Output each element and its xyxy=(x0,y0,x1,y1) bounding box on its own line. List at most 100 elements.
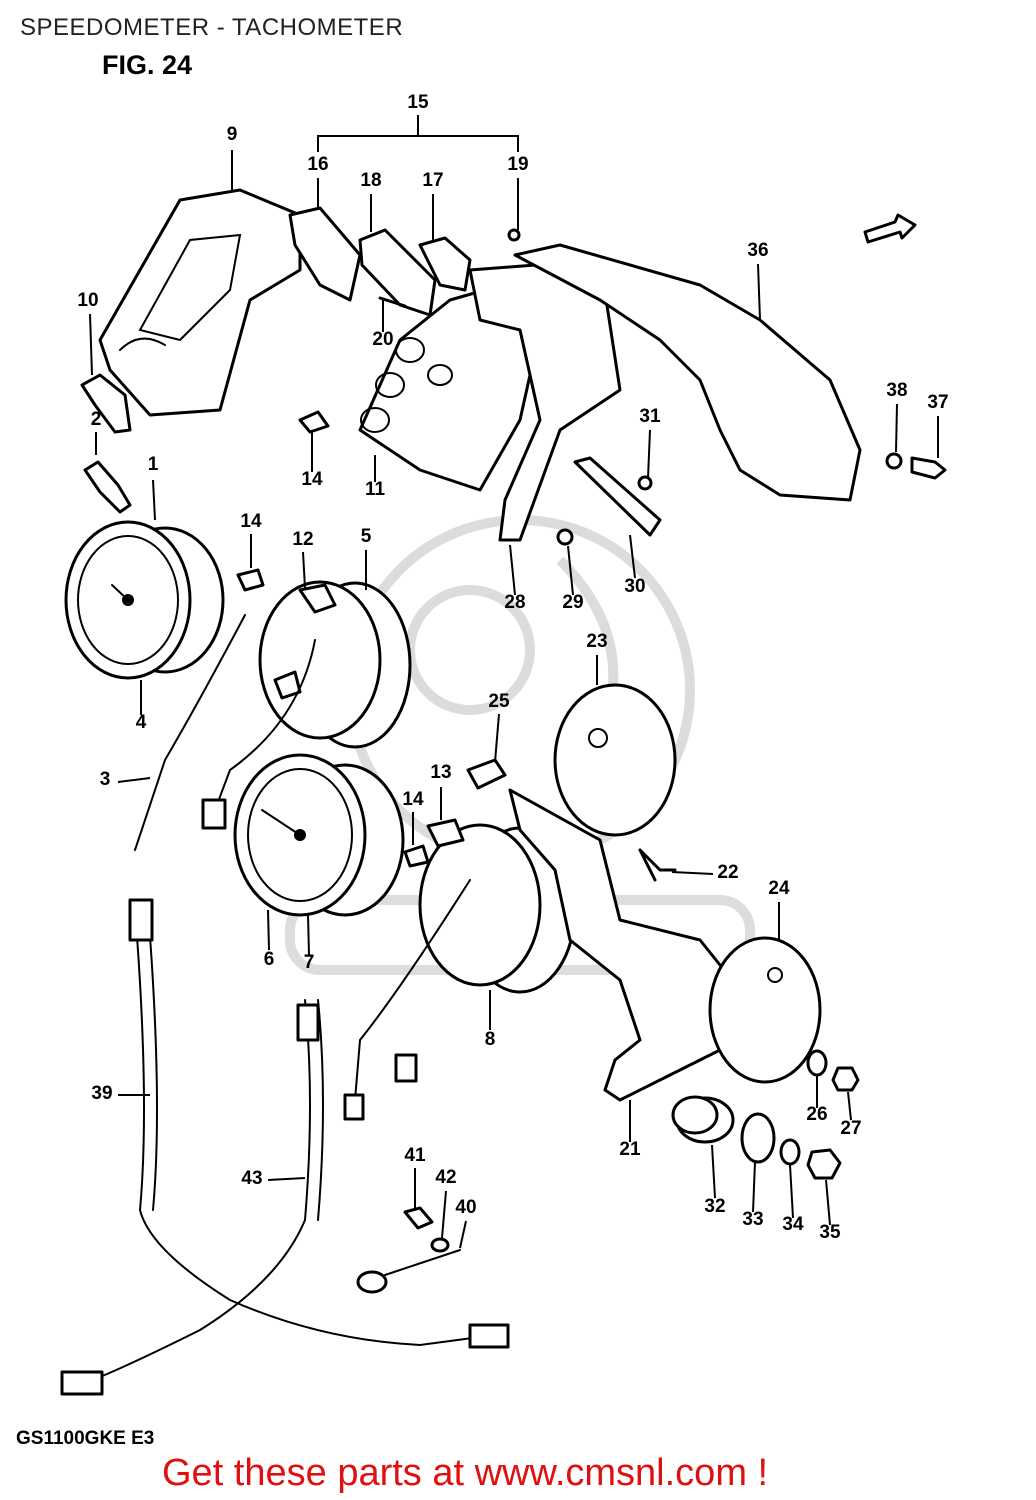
connector-c[interactable] xyxy=(394,1053,418,1083)
callout-37[interactable]: 37 xyxy=(927,392,948,413)
wire-harness-a xyxy=(214,639,316,811)
part-23-tachometer-cap[interactable] xyxy=(553,683,677,837)
part-14-grommet-a[interactable] xyxy=(298,410,330,434)
part-40-clamp[interactable] xyxy=(356,1270,388,1294)
leader-line-27 xyxy=(847,1091,852,1121)
callout-18[interactable]: 18 xyxy=(360,170,381,191)
callout-39[interactable]: 39 xyxy=(91,1083,112,1104)
part-31-screw[interactable] xyxy=(637,475,653,491)
callout-2[interactable]: 2 xyxy=(91,409,102,430)
callout-43[interactable]: 43 xyxy=(241,1168,262,1189)
part-13-bulb-socket-a[interactable] xyxy=(273,670,302,700)
connector-b[interactable] xyxy=(343,1093,365,1121)
part-14-grommet-c[interactable] xyxy=(403,844,430,868)
part-11-indicator-housing[interactable] xyxy=(358,278,542,492)
callout-4[interactable]: 4 xyxy=(136,712,147,733)
part-22-clip[interactable] xyxy=(638,848,677,882)
part-41-screw[interactable] xyxy=(403,1206,434,1230)
callout-34[interactable]: 34 xyxy=(782,1214,804,1235)
part-1-speedometer[interactable] xyxy=(64,520,225,680)
callout-14[interactable]: 14 xyxy=(402,789,424,810)
callout-25[interactable]: 25 xyxy=(488,691,510,712)
part-37-bolt[interactable] xyxy=(910,456,947,480)
part-30-damper[interactable] xyxy=(573,456,662,537)
part-16-indicator-plate[interactable] xyxy=(288,206,362,302)
cable-end-39-lower xyxy=(468,1323,510,1349)
callout-41[interactable]: 41 xyxy=(404,1145,426,1166)
part-32-damper[interactable] xyxy=(671,1095,735,1144)
part-35-nut[interactable] xyxy=(806,1148,842,1180)
part-42-washer[interactable] xyxy=(430,1237,450,1253)
part-3-wire[interactable] xyxy=(134,614,246,851)
part-27-nut[interactable] xyxy=(831,1066,860,1092)
part-33-washer[interactable] xyxy=(740,1112,776,1164)
callout-22[interactable]: 22 xyxy=(717,862,738,883)
part-9-meter-cover[interactable] xyxy=(98,188,302,417)
leader-line-22 xyxy=(671,871,714,875)
callout-8[interactable]: 8 xyxy=(485,1029,496,1050)
callout-29[interactable]: 29 xyxy=(562,592,583,613)
part-13-bulb-socket-b[interactable] xyxy=(426,818,465,848)
part-28-meter-bracket[interactable] xyxy=(468,258,622,542)
callout-42[interactable]: 42 xyxy=(435,1167,456,1188)
callout-30[interactable]: 30 xyxy=(624,576,645,597)
leader-line-36 xyxy=(757,263,761,321)
callout-24[interactable]: 24 xyxy=(768,878,790,899)
callout-26[interactable]: 26 xyxy=(806,1104,827,1125)
promo-link[interactable]: Get these parts at www.cmsnl.com ! xyxy=(162,1452,769,1494)
callout-7[interactable]: 7 xyxy=(304,952,315,973)
part-39-speedometer-cable[interactable] xyxy=(134,909,496,1347)
callout-12[interactable]: 12 xyxy=(292,529,313,550)
callout-36[interactable]: 36 xyxy=(747,240,768,261)
callout-13[interactable]: 13 xyxy=(430,762,451,783)
callout-14[interactable]: 14 xyxy=(240,511,262,532)
callout-20[interactable]: 20 xyxy=(372,329,393,350)
part-29-screw[interactable] xyxy=(556,528,574,546)
callout-15[interactable]: 15 xyxy=(407,92,429,113)
callout-21[interactable]: 21 xyxy=(619,1139,641,1160)
part-25-bulb-socket[interactable] xyxy=(466,758,507,790)
callout-5[interactable]: 5 xyxy=(361,526,372,547)
part-10-bracket[interactable] xyxy=(80,373,132,434)
part-5-speedometer-case[interactable] xyxy=(258,580,412,749)
callout-11[interactable]: 11 xyxy=(365,479,386,500)
callout-33[interactable]: 33 xyxy=(742,1209,763,1230)
part-34-washer[interactable] xyxy=(779,1138,801,1166)
callout-16[interactable]: 16 xyxy=(307,154,328,175)
part-17-indicator-housing[interactable] xyxy=(418,236,472,292)
callout-19[interactable]: 19 xyxy=(507,154,528,175)
callout-32[interactable]: 32 xyxy=(704,1196,725,1217)
callout-6[interactable]: 6 xyxy=(264,949,275,970)
leader-line-1 xyxy=(152,479,156,521)
part-24-speedometer-cap[interactable] xyxy=(708,936,822,1084)
callout-1[interactable]: 1 xyxy=(148,454,159,475)
part-2-bulb[interactable] xyxy=(83,460,132,514)
part-43-tachometer-cable[interactable] xyxy=(79,999,311,1386)
callout-35[interactable]: 35 xyxy=(819,1222,841,1243)
callout-38[interactable]: 38 xyxy=(886,380,907,401)
part-36-rear-cover[interactable] xyxy=(513,243,862,502)
callout-31[interactable]: 31 xyxy=(639,406,661,427)
callout-23[interactable]: 23 xyxy=(586,631,607,652)
part-26-washer[interactable] xyxy=(806,1049,828,1077)
callout-3[interactable]: 3 xyxy=(100,769,111,790)
callout-14[interactable]: 14 xyxy=(301,469,323,490)
callout-9[interactable]: 9 xyxy=(227,124,238,145)
callout-10[interactable]: 10 xyxy=(77,290,98,311)
part-14-grommet-b[interactable] xyxy=(236,568,265,592)
part-8-tachometer-case[interactable] xyxy=(418,823,577,994)
part-6-tachometer[interactable] xyxy=(233,753,405,917)
part-20-screw[interactable] xyxy=(378,296,407,308)
bracket-15 xyxy=(317,135,519,152)
callout-27[interactable]: 27 xyxy=(840,1118,861,1139)
callout-40[interactable]: 40 xyxy=(455,1197,476,1218)
connector-a[interactable] xyxy=(201,798,227,830)
part-12-socket[interactable] xyxy=(298,583,337,614)
wire-harness-b xyxy=(354,879,471,1101)
callout-28[interactable]: 28 xyxy=(504,592,525,613)
part-38-washer[interactable] xyxy=(885,452,903,470)
part-19-screw[interactable] xyxy=(507,228,521,242)
callout-17[interactable]: 17 xyxy=(422,170,443,191)
part-21-panel-bracket[interactable] xyxy=(508,788,742,1102)
leader-line-42 xyxy=(441,1190,447,1239)
